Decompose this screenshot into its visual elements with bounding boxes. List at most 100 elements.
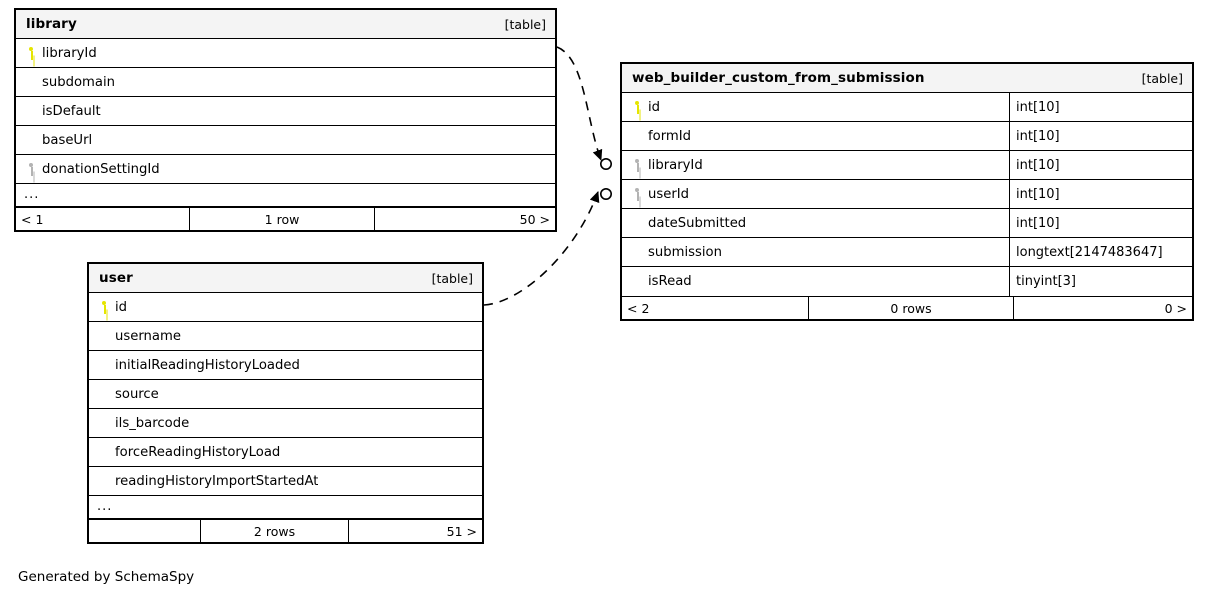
edge-library-to-wbcfs xyxy=(556,46,612,171)
column-main: id xyxy=(622,93,1009,121)
table-node-user[interactable]: user [table] id username initialReadin xyxy=(87,262,484,544)
column-row[interactable]: id int[10] xyxy=(622,93,1192,122)
foreign-key-icon xyxy=(630,158,648,172)
foreign-key-icon xyxy=(24,162,42,176)
footer-next-link[interactable]: 51 > xyxy=(348,520,482,542)
column-name: submission xyxy=(648,244,722,260)
column-row[interactable]: libraryId int[10] xyxy=(622,151,1192,180)
column-main: libraryId xyxy=(622,151,1009,179)
column-type: longtext[2147483647] xyxy=(1009,238,1192,266)
column-main: ils_barcode xyxy=(89,409,482,437)
column-name: forceReadingHistoryLoad xyxy=(115,444,281,460)
column-main: formId xyxy=(622,122,1009,150)
column-row[interactable]: subdomain xyxy=(16,68,555,97)
column-name: source xyxy=(115,386,159,402)
footer-prev-link[interactable]: < 2 xyxy=(627,300,650,316)
table-kind-library: [table] xyxy=(504,16,546,32)
primary-key-icon xyxy=(24,46,42,60)
column-main: dateSubmitted xyxy=(622,209,1009,237)
column-main: libraryId xyxy=(16,39,555,67)
generated-by-caption: Generated by SchemaSpy xyxy=(18,569,195,585)
column-name: libraryId xyxy=(648,157,703,173)
footer-prev-link[interactable] xyxy=(89,520,200,542)
foreign-key-icon xyxy=(630,187,648,201)
footer-row-count: 2 rows xyxy=(200,520,348,542)
column-name: isRead xyxy=(648,274,692,289)
column-type: int[10] xyxy=(1009,209,1192,237)
table-header-library[interactable]: library [table] xyxy=(16,10,555,39)
column-name: libraryId xyxy=(42,45,97,61)
column-name: ils_barcode xyxy=(115,415,190,431)
column-main: subdomain xyxy=(16,68,555,96)
table-columns-user: id username initialReadingHistoryLoaded xyxy=(89,293,482,519)
column-main: initialReadingHistoryLoaded xyxy=(89,351,482,379)
column-row[interactable]: readingHistoryImportStartedAt xyxy=(89,467,482,496)
column-name: readingHistoryImportStartedAt xyxy=(115,473,319,489)
column-name: formId xyxy=(648,128,692,144)
column-main: forceReadingHistoryLoad xyxy=(89,438,482,466)
footer-next-link[interactable]: 50 > xyxy=(374,208,555,230)
column-type: int[10] xyxy=(1009,151,1192,179)
table-kind-user: [table] xyxy=(431,270,473,286)
footer-row-count: 1 row xyxy=(189,208,374,230)
column-row[interactable]: forceReadingHistoryLoad xyxy=(89,438,482,467)
column-main: source xyxy=(89,380,482,408)
column-row[interactable]: isRead tinyint[3] xyxy=(622,267,1192,296)
primary-key-icon xyxy=(97,300,115,314)
column-name: id xyxy=(115,299,128,315)
column-row[interactable]: initialReadingHistoryLoaded xyxy=(89,351,482,380)
column-name: userId xyxy=(648,186,690,202)
column-row[interactable]: source xyxy=(89,380,482,409)
table-header-wbcfs[interactable]: web_builder_custom_from_submission [tabl… xyxy=(622,64,1192,93)
table-header-user[interactable]: user [table] xyxy=(89,264,482,293)
column-main: isRead xyxy=(622,267,1009,296)
column-main: isDefault xyxy=(16,97,555,125)
column-name: subdomain xyxy=(42,74,115,90)
column-name: dateSubmitted xyxy=(648,215,747,231)
column-name: baseUrl xyxy=(42,132,93,148)
column-row[interactable]: submission longtext[2147483647] xyxy=(622,238,1192,267)
table-kind-wbcfs: [table] xyxy=(1141,70,1183,86)
column-type: int[10] xyxy=(1009,93,1192,121)
column-row[interactable]: libraryId xyxy=(16,39,555,68)
column-row[interactable]: id xyxy=(89,293,482,322)
table-footer-wbcfs: < 2 0 rows 0 > xyxy=(622,296,1192,319)
column-name: username xyxy=(115,328,181,344)
column-type: int[10] xyxy=(1009,122,1192,150)
table-name-library: library xyxy=(26,16,77,32)
column-main: donationSettingId xyxy=(16,155,555,183)
column-row[interactable]: userId int[10] xyxy=(622,180,1192,209)
table-columns-library: libraryId subdomain isDefault baseUrl xyxy=(16,39,555,207)
column-row[interactable]: ils_barcode xyxy=(89,409,482,438)
column-row[interactable]: donationSettingId xyxy=(16,155,555,184)
column-type: tinyint[3] xyxy=(1009,267,1192,296)
footer-next-link[interactable]: 0 > xyxy=(1013,297,1192,319)
column-name: isDefault xyxy=(42,103,101,119)
column-row[interactable]: username xyxy=(89,322,482,351)
column-name: donationSettingId xyxy=(42,161,160,177)
column-main: userId xyxy=(622,180,1009,208)
footer-row-count: 0 rows xyxy=(808,297,1013,319)
table-columns-wbcfs: id int[10] formId int[10] libraryId int[… xyxy=(622,93,1192,296)
column-main: submission xyxy=(622,238,1009,266)
table-node-library[interactable]: library [table] libraryId subdomain is xyxy=(14,8,557,232)
primary-key-icon xyxy=(630,100,648,114)
column-main: baseUrl xyxy=(16,126,555,154)
table-footer-user: 2 rows 51 > xyxy=(89,519,482,542)
column-row[interactable]: formId int[10] xyxy=(622,122,1192,151)
table-node-web-builder-custom-from-submission[interactable]: web_builder_custom_from_submission [tabl… xyxy=(620,62,1194,321)
column-row[interactable]: isDefault xyxy=(16,97,555,126)
table-footer-library: < 1 1 row 50 > xyxy=(16,207,555,230)
footer-prev-link[interactable]: < 1 xyxy=(21,211,44,227)
column-row[interactable]: baseUrl xyxy=(16,126,555,155)
column-name: initialReadingHistoryLoaded xyxy=(115,357,300,373)
table-name-wbcfs: web_builder_custom_from_submission xyxy=(632,70,925,86)
column-row[interactable]: dateSubmitted int[10] xyxy=(622,209,1192,238)
column-main: readingHistoryImportStartedAt xyxy=(89,467,482,495)
column-main: id xyxy=(89,293,482,321)
column-main: username xyxy=(89,322,482,350)
more-columns-ellipsis: ... xyxy=(89,496,482,519)
column-type: int[10] xyxy=(1009,180,1192,208)
table-name-user: user xyxy=(99,270,133,286)
